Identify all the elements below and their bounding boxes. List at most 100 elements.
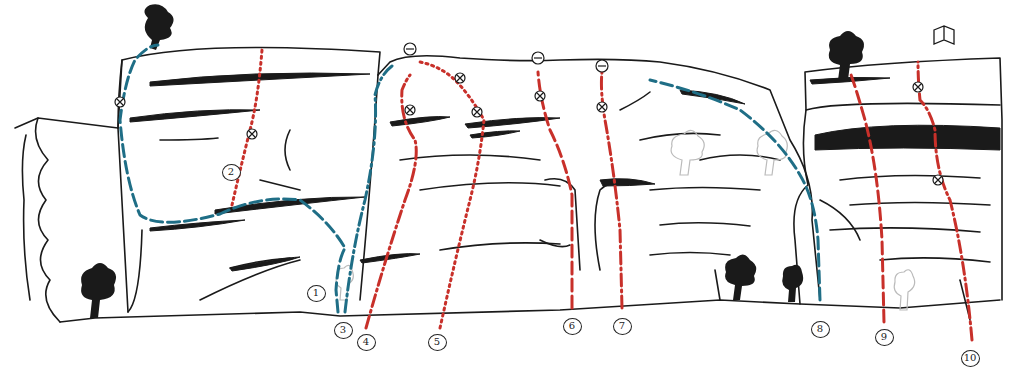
route-line xyxy=(366,75,416,328)
hatched-ledge xyxy=(600,179,655,186)
callout-number: 8 xyxy=(811,321,830,338)
callout-text: 4 xyxy=(363,337,369,347)
rock-outline xyxy=(36,118,60,322)
bolt-symbol xyxy=(405,105,415,115)
belay-ring xyxy=(532,52,544,64)
bolt-symbol xyxy=(249,131,255,137)
bolt-symbol xyxy=(455,73,465,83)
rock-outline xyxy=(545,179,580,270)
route-line xyxy=(918,62,972,340)
bolt-symbol xyxy=(247,129,257,139)
hatched-ledge xyxy=(680,90,745,104)
bolt-symbol xyxy=(537,93,543,99)
callout-number: 5 xyxy=(428,334,447,351)
tree xyxy=(81,4,915,318)
bolt-symbol xyxy=(933,175,943,185)
hatched-ledge xyxy=(815,125,1000,150)
tree xyxy=(829,31,864,80)
route-line xyxy=(850,72,884,322)
rock-outline xyxy=(660,223,750,226)
belay-ring xyxy=(404,43,416,55)
hatched-ledge xyxy=(230,257,300,271)
bolt-symbol xyxy=(913,82,923,92)
bolt-symbol xyxy=(535,91,545,101)
callout-text: 2 xyxy=(228,167,234,177)
tree xyxy=(894,270,914,310)
callout-text: 5 xyxy=(434,337,440,347)
route-line xyxy=(538,72,572,308)
rock-outline xyxy=(260,180,300,190)
summit-book xyxy=(934,26,954,44)
callout-text: 10 xyxy=(964,353,977,363)
rock-outline xyxy=(650,188,760,191)
tree xyxy=(671,130,704,175)
belay-ring xyxy=(532,52,544,64)
bolt-symbol xyxy=(455,73,465,83)
callout-number: 7 xyxy=(613,318,632,335)
rock-outline xyxy=(850,203,990,206)
belay-ring xyxy=(404,43,608,72)
belay-ring xyxy=(534,57,542,58)
rock-outline xyxy=(22,135,30,300)
callout-number: 4 xyxy=(357,334,376,351)
bolt-symbol xyxy=(115,73,943,185)
rock-outline xyxy=(840,175,980,180)
callout-number: 1 xyxy=(307,285,326,302)
bolt-symbol xyxy=(457,75,463,81)
tree xyxy=(81,263,116,318)
callout-number: 2 xyxy=(222,164,241,181)
bolt-symbol xyxy=(599,104,605,110)
hatched-ledge xyxy=(390,117,450,126)
rock-outline xyxy=(420,183,560,190)
callout-text: 9 xyxy=(881,332,887,342)
bolt-symbol xyxy=(472,107,482,117)
belay-ring xyxy=(404,43,416,55)
hatched-ledge xyxy=(150,220,245,231)
route-line xyxy=(345,66,392,312)
bolt-symbol xyxy=(407,107,413,113)
callout-text: 1 xyxy=(313,288,319,298)
route-line xyxy=(232,50,262,205)
rock-outline xyxy=(60,300,1000,322)
rock-outline xyxy=(128,230,142,312)
bolt-symbol xyxy=(913,82,923,92)
rock-outline xyxy=(378,56,820,300)
bolt-symbol xyxy=(597,102,607,112)
bolt-symbol xyxy=(405,105,415,115)
bolt-symbol xyxy=(474,109,480,115)
bolt-symbol xyxy=(115,97,125,107)
rock-outline xyxy=(15,118,118,128)
belay-ring xyxy=(406,48,414,49)
route-line xyxy=(120,45,972,340)
rock-outline xyxy=(595,182,630,270)
callout-number: 6 xyxy=(563,318,582,335)
callout-text: 7 xyxy=(619,321,625,331)
belay-ring xyxy=(596,60,608,72)
hatched-ledge xyxy=(470,131,520,138)
callout-number: 3 xyxy=(334,322,353,339)
hatched-ledge xyxy=(360,254,420,263)
rock-outline xyxy=(806,103,1000,110)
callout-number: 9 xyxy=(875,329,894,346)
rock-outline xyxy=(700,155,780,160)
rock-outline xyxy=(715,270,720,300)
route-line xyxy=(420,62,484,328)
route-line xyxy=(650,80,820,300)
tree xyxy=(725,254,756,300)
callout-text: 8 xyxy=(817,324,823,334)
rock-outline xyxy=(15,48,1002,323)
rock-outline xyxy=(650,253,730,256)
rock-outline xyxy=(118,48,380,129)
hatched-ledge xyxy=(810,77,890,84)
bolt-symbol xyxy=(933,175,943,185)
hatched-ledge xyxy=(130,110,260,122)
belay-ring xyxy=(598,65,606,66)
rock-outline xyxy=(160,138,218,140)
bolt-symbol xyxy=(535,91,545,101)
bolt-symbol xyxy=(597,102,607,112)
tree xyxy=(144,4,173,50)
callout-number: 10 xyxy=(961,350,980,367)
tree xyxy=(782,265,803,302)
